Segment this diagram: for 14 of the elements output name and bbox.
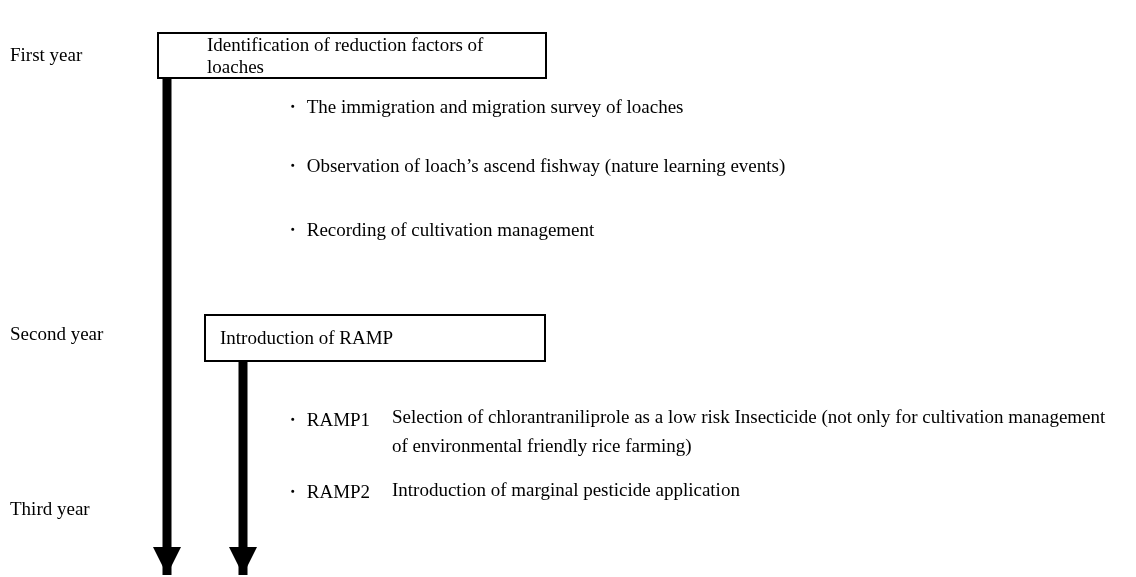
timeline-arrow (153, 79, 181, 575)
note-text: Introduction of marginal pesticide application (392, 479, 740, 501)
process-box: Identification of reduction factors of loaches (157, 32, 547, 79)
note-text: ・ RAMP1 (283, 408, 371, 432)
year-label: Second year (10, 323, 104, 345)
note-text: ・ Recording of cultivation management (283, 218, 595, 242)
note-text: ・ RAMP2 (283, 480, 371, 504)
note-text: ・ Observation of loach’s ascend fishway (nature learning events) (283, 154, 786, 178)
process-box: Introduction of RAMP (204, 314, 546, 362)
year-label: First year (10, 44, 83, 66)
note-text: Selection of chlorantraniliprole as a low risk Insecticide (not only for cultivation management of environmental friendly rice farming) (392, 405, 1107, 458)
year-label: Third year (10, 498, 90, 520)
timeline-arrow (229, 362, 257, 575)
note-text: ・ The immigration and migration survey of loaches (283, 95, 684, 119)
